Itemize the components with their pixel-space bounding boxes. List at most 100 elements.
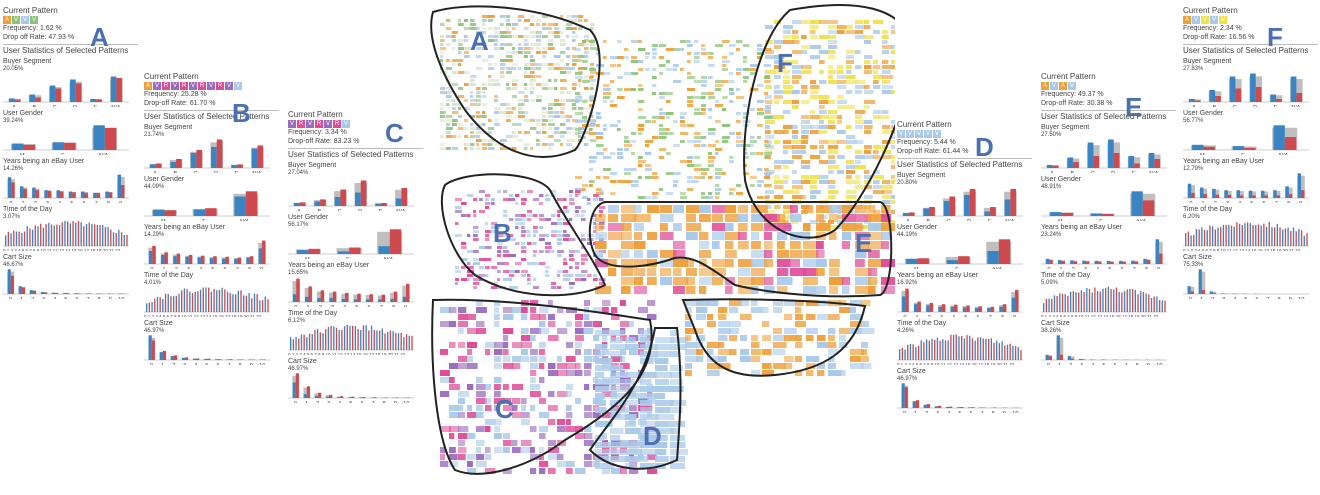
pattern-block[interactable] (806, 300, 820, 306)
pattern-block[interactable] (560, 111, 565, 114)
pattern-block[interactable] (461, 214, 467, 217)
pattern-block[interactable] (497, 242, 503, 245)
pattern-block[interactable] (694, 80, 701, 83)
pattern-block[interactable] (603, 156, 612, 159)
pattern-block[interactable] (655, 442, 668, 448)
pattern-block[interactable] (855, 120, 866, 124)
pattern-block[interactable] (476, 115, 482, 118)
pattern-block[interactable] (725, 223, 734, 231)
pattern-block[interactable] (569, 190, 574, 193)
pattern-block[interactable] (479, 210, 486, 213)
pattern-block[interactable] (557, 214, 561, 217)
pattern-block[interactable] (882, 115, 890, 119)
pattern-block[interactable] (722, 68, 728, 71)
pattern-block[interactable] (530, 71, 535, 74)
pattern-block[interactable] (685, 328, 697, 334)
pattern-block[interactable] (521, 328, 529, 334)
pattern-block[interactable] (575, 433, 585, 439)
pattern-block[interactable] (521, 202, 526, 205)
pattern-block[interactable] (694, 112, 703, 115)
pattern-block[interactable] (846, 55, 854, 59)
pattern-block[interactable] (494, 27, 501, 30)
pattern-block[interactable] (530, 300, 539, 306)
pattern-block[interactable] (790, 259, 801, 267)
pattern-block[interactable] (803, 259, 819, 267)
pattern-block[interactable] (722, 172, 726, 175)
pattern-block[interactable] (530, 87, 535, 90)
pattern-block[interactable] (599, 190, 604, 193)
pattern-block[interactable] (584, 363, 592, 369)
pattern-block[interactable] (554, 67, 561, 70)
pattern-block[interactable] (446, 115, 453, 118)
pattern-block[interactable] (494, 39, 498, 42)
pattern-block[interactable] (610, 386, 626, 392)
pattern-block[interactable] (506, 55, 513, 58)
pattern-block[interactable] (764, 108, 771, 111)
pattern-block[interactable] (473, 234, 478, 237)
pattern-block[interactable] (850, 349, 864, 355)
pattern-block[interactable] (458, 342, 466, 348)
pattern-block[interactable] (470, 79, 475, 82)
pattern-block[interactable] (603, 84, 610, 87)
pattern-block[interactable] (828, 80, 838, 84)
pattern-block[interactable] (819, 160, 829, 164)
pattern-block[interactable] (660, 268, 672, 276)
pattern-block[interactable] (816, 268, 825, 276)
pattern-block[interactable] (476, 87, 481, 90)
pattern-block[interactable] (708, 56, 714, 59)
pattern-block[interactable] (803, 223, 811, 231)
pattern-block[interactable] (557, 356, 562, 362)
pattern-block[interactable] (810, 195, 817, 199)
pattern-block[interactable] (494, 95, 499, 98)
pattern-block[interactable] (873, 175, 885, 179)
pattern-block[interactable] (494, 377, 502, 383)
pattern-block[interactable] (557, 307, 564, 313)
pattern-block[interactable] (790, 205, 798, 213)
pattern-block[interactable] (757, 84, 764, 87)
pattern-block[interactable] (715, 196, 720, 199)
pattern-block[interactable] (718, 356, 727, 362)
pattern-block[interactable] (842, 241, 851, 249)
pattern-block[interactable] (518, 115, 525, 118)
pattern-block[interactable] (655, 414, 675, 420)
pattern-block[interactable] (557, 370, 568, 376)
pattern-block[interactable] (539, 214, 544, 217)
pattern-tile[interactable]: V (1210, 16, 1218, 24)
pattern-block[interactable] (696, 328, 704, 334)
pattern-block[interactable] (506, 111, 513, 114)
pattern-block[interactable] (575, 321, 583, 327)
pattern-block[interactable] (686, 232, 698, 240)
pattern-block[interactable] (610, 435, 621, 441)
pattern-block[interactable] (595, 421, 613, 427)
pattern-block[interactable] (828, 120, 836, 124)
pattern-block[interactable] (715, 184, 720, 187)
pattern-block[interactable] (634, 268, 646, 276)
pattern-block[interactable] (764, 223, 777, 231)
pattern-block[interactable] (801, 20, 810, 24)
pattern-block[interactable] (458, 405, 464, 411)
pattern-block[interactable] (557, 363, 567, 369)
pattern-block[interactable] (512, 342, 523, 348)
pattern-block[interactable] (458, 321, 469, 327)
pattern-block[interactable] (718, 321, 730, 327)
pattern-block[interactable] (638, 40, 642, 43)
pattern-block[interactable] (861, 363, 872, 369)
pattern-block[interactable] (638, 196, 646, 199)
pattern-block[interactable] (521, 412, 530, 418)
pattern-block[interactable] (458, 47, 465, 50)
pattern-block[interactable] (640, 337, 650, 343)
pattern-block[interactable] (765, 105, 772, 109)
pattern-block[interactable] (584, 51, 590, 54)
pattern-block[interactable] (694, 136, 702, 139)
pattern-block[interactable] (494, 363, 502, 369)
pattern-block[interactable] (458, 447, 467, 453)
pattern-block[interactable] (536, 47, 541, 50)
pattern-block[interactable] (792, 170, 797, 174)
pattern-block[interactable] (806, 314, 816, 320)
pattern-block[interactable] (828, 40, 838, 44)
pattern-block[interactable] (708, 96, 716, 99)
pattern-block[interactable] (764, 64, 771, 67)
pattern-block[interactable] (610, 104, 618, 107)
pattern-block[interactable] (792, 140, 802, 144)
pattern-block[interactable] (846, 170, 855, 174)
